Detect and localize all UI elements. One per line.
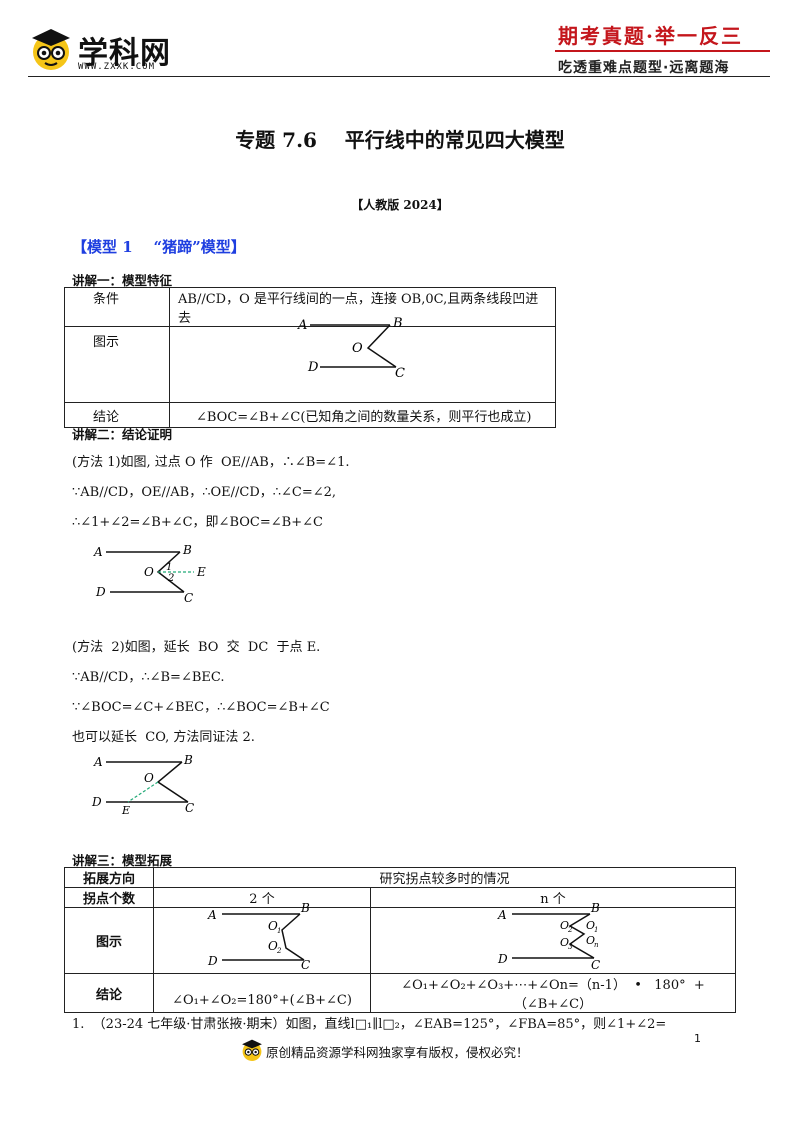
label-B: B [392, 316, 403, 331]
tn-label-O2: O [560, 919, 569, 932]
label-D: D [307, 360, 319, 375]
t2-sub-1: 1 [277, 927, 281, 935]
label-A: A [297, 318, 307, 333]
t2-label-A: A [207, 908, 217, 922]
label-O: O [352, 341, 363, 356]
m2-label-A: A [93, 755, 103, 769]
owl-footer-icon [242, 1039, 262, 1061]
proof2-line2: ∵AB//CD，∴∠B=∠BEC. [72, 670, 225, 685]
value-condition: AB//CD，O 是平行线间的一点，连接 OB,0C,且两条线段凹进去 [169, 287, 556, 327]
figure-cell [169, 326, 556, 403]
edition-label: 【人教版 2024】 [351, 198, 449, 212]
extension-table: 拓展方向 研究拐点较多时的情况 拐点个数 2 个 n 个 图示 结论 ∠O₁+∠… [64, 867, 736, 1013]
label-figure: 图示 [64, 326, 170, 403]
question-1: 1. （23-24 七年级·甘肃张掖·期末）如图，直线l□₁∥l□₂，∠EAB=… [72, 1017, 667, 1032]
feature-table: 条件 AB//CD，O 是平行线间的一点，连接 OB,0C,且两条线段凹进去 图… [64, 287, 556, 428]
section3-heading: 讲解三：模型拓展 [72, 853, 173, 868]
figure-two-turns: A B O 1 O 2 D C [207, 902, 310, 970]
t2-sub-2: 2 [276, 947, 282, 955]
m1-label-1: 1 [166, 562, 172, 573]
slogan-bottom: 吃透重难点题型·远离题海 [558, 60, 730, 76]
header-accent-line [555, 50, 770, 52]
proof2-line1: (方法 2)如图，延长 BO 交 DC 于点 E. [72, 640, 321, 655]
copyright-notice: 原创精品资源学科网独家享有版权，侵权必究！ [266, 1045, 529, 1060]
proof1-line1: (方法 1)如图, 过点 O 作 OE//AB，∴∠B=∠1. [72, 455, 350, 470]
m1-label-E: E [196, 565, 206, 579]
tn-label-A: A [497, 908, 507, 922]
section2-heading: 讲解二：结论证明 [72, 427, 173, 442]
tn-sub-1: 1 [594, 926, 598, 934]
section1-heading: 讲解一：模型特征 [72, 273, 173, 288]
figure-model1: A B O D C [297, 316, 405, 381]
conclusion-n-line1: ∠O₁+∠O₂+∠O₃+⋯+∠On=（n-1） • 180° + [401, 978, 705, 993]
logo-text: 学科网 [78, 36, 171, 71]
proof2-line4: 也可以延长 CO, 方法同证法 2. [72, 730, 255, 745]
tn-label-O1: O [586, 919, 595, 932]
m2-label-D: D [91, 795, 102, 809]
conclusion-two: ∠O₁+∠O₂=180°+(∠B+∠C) [153, 973, 371, 1013]
tn-label-O3: O [560, 936, 569, 949]
tn-sub-3: 3 [568, 943, 573, 951]
row-direction-value: 研究拐点较多时的情况 [153, 867, 736, 888]
figure-method2: A B O D E C [91, 753, 194, 817]
logo-url: WWW.ZXXK.COM [78, 62, 156, 72]
m1-label-A: A [93, 545, 103, 559]
tn-label-D: D [497, 952, 508, 966]
m2-label-O: O [144, 771, 154, 785]
m1-label-O: O [144, 565, 154, 579]
tn-sub-n: n [594, 941, 599, 949]
label-condition: 条件 [64, 287, 170, 327]
m1-label-D: D [95, 585, 106, 599]
m1-label-2: 2 [167, 573, 174, 584]
m1-label-B: B [182, 543, 192, 557]
t2-label-O1: O [268, 919, 278, 933]
row-count-label: 拐点个数 [64, 887, 154, 908]
proof1-line2: ∵AB//CD，OE//AB，∴OE//CD，∴∠C=∠2, [72, 485, 337, 500]
m2-label-B: B [183, 753, 193, 767]
tn-sub-2: 2 [567, 926, 573, 934]
m1-label-C: C [184, 591, 193, 605]
conclusion-n-line2: （∠B+∠C） [513, 997, 593, 1012]
figure-n-turns: A B O 2 O 1 O 3 O n D C [497, 902, 600, 970]
owl-logo-icon [32, 29, 70, 70]
header: 学科网 WWW.ZXXK.COM 期考真题·举一反三 吃透重难点题型·远离题海 [0, 0, 800, 95]
value-conclusion: ∠BOC=∠B+∠C(已知角之间的数量关系，则平行也成立) [169, 402, 556, 428]
slogan-top: 期考真题·举一反三 [558, 24, 743, 48]
tn-label-B: B [590, 902, 600, 915]
m2-label-C: C [185, 801, 194, 815]
row-conclusion-label: 结论 [64, 973, 154, 1013]
header-rule [28, 76, 770, 77]
proof1-line3: ∴∠1+∠2=∠B+∠C，即∠BOC=∠B+∠C [72, 515, 323, 530]
tn-label-On: O [586, 934, 595, 947]
page-number: 1 [694, 1032, 701, 1045]
t2-label-O2: O [268, 939, 278, 953]
label-C: C [395, 366, 405, 381]
row-figure-label: 图示 [64, 907, 154, 974]
t2-label-D: D [207, 954, 218, 968]
t2-label-B: B [300, 902, 310, 915]
t2-label-C: C [301, 958, 310, 970]
tn-label-C: C [591, 958, 600, 970]
page-title: 专题 7.6 平行线中的常见四大模型 [235, 128, 565, 152]
m2-label-E: E [121, 804, 130, 817]
figure-method1: A B O 1 2 E D C [93, 543, 206, 605]
model-heading: 【模型 1 “猪蹄”模型】 [72, 238, 246, 256]
conclusion-n: ∠O₁+∠O₂+∠O₃+⋯+∠On=（n-1） • 180° + （∠B+∠C） [370, 973, 736, 1013]
proof2-line3: ∵∠BOC=∠C+∠BEC，∴∠BOC=∠B+∠C [72, 700, 330, 715]
row-direction-label: 拓展方向 [64, 867, 154, 888]
